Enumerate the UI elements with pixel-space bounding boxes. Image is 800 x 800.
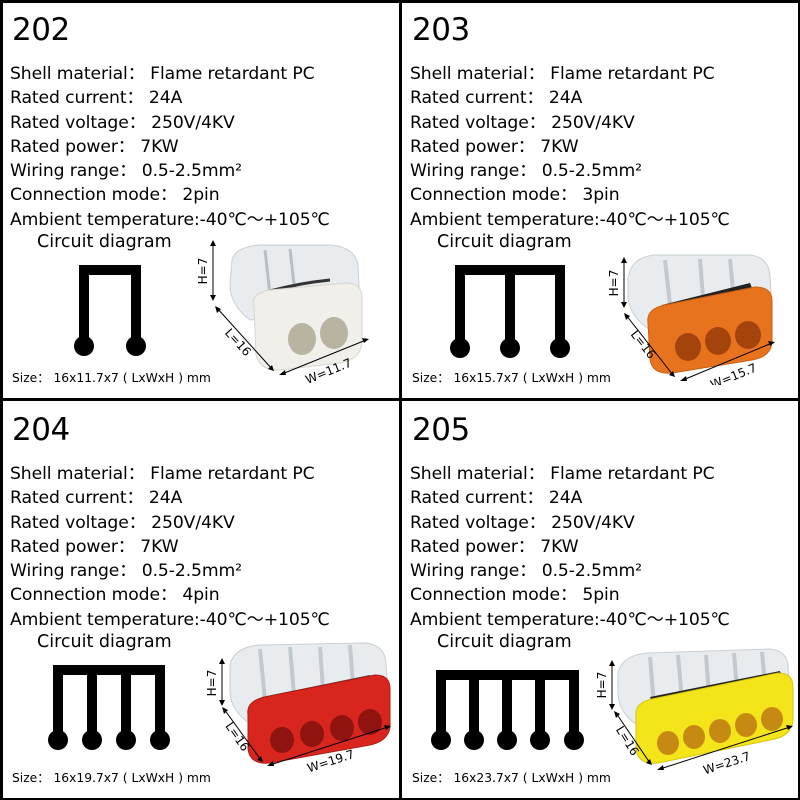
spec-rated-power: Rated power： 7KW [10, 136, 179, 157]
model-number: 202 [12, 12, 70, 48]
svg-text:H=7: H=7 [205, 670, 219, 697]
circuit-diagram-label: Circuit diagram [437, 232, 572, 252]
circuit-diagram-3pin-icon [450, 265, 570, 358]
panel-203: 203 Shell material： Flame retardant PC R… [400, 0, 798, 398]
spec-ambient-temperature: Ambient temperature:-40℃～+105℃ [10, 209, 330, 230]
spec-shell-material: Shell material： Flame retardant PC [410, 464, 715, 484]
panel-204: 204 Shell material： Flame retardant PC R… [0, 400, 398, 798]
panel-205: 205 Shell material： Flame retardant PC R… [400, 400, 798, 798]
size-label: Size： 16x23.7x7 ( LxWxH ) mm [412, 771, 611, 785]
wire-connector-5pin-yellow-icon: H=7 L=16 W=23.7 [595, 648, 794, 777]
size-label: Size： 16x15.7x7 ( LxWxH ) mm [412, 371, 611, 385]
circuit-diagram-label: Circuit diagram [37, 232, 172, 252]
spec-list: Shell material： Flame retardant PC Rated… [10, 62, 330, 232]
spec-ambient-temperature: Ambient temperature:-40℃～+105℃ [410, 209, 730, 230]
circuit-diagram-label: Circuit diagram [437, 632, 572, 652]
spec-wiring-range: Wiring range： 0.5-2.5mm² [410, 161, 642, 182]
size-label: Size： 16x19.7x7 ( LxWxH ) mm [12, 771, 211, 785]
spec-rated-voltage: Rated voltage： 250V/4KV [410, 512, 635, 533]
spec-shell-material: Shell material： Flame retardant PC [10, 464, 315, 484]
spec-rated-voltage: Rated voltage： 250V/4KV [10, 512, 235, 533]
spec-rated-current: Rated current： 24A [410, 488, 583, 509]
model-number: 204 [12, 412, 70, 448]
model-number: 205 [412, 412, 470, 448]
svg-text:H=7: H=7 [607, 270, 621, 297]
wire-connector-4pin-red-icon: H=7 L=16 W=19.7 [205, 642, 391, 775]
spec-list: Shell material： Flame retardant PC Rated… [410, 62, 730, 232]
wire-connector-2pin-white-icon: H=7 L=16 W=11.7 [196, 240, 369, 385]
spec-connection-mode: Connection mode： 2pin [10, 185, 220, 206]
spec-rated-current: Rated current： 24A [410, 88, 583, 109]
horizontal-divider [0, 398, 800, 401]
dim-height: H=7 [196, 258, 210, 285]
spec-rated-voltage: Rated voltage： 250V/4KV [410, 112, 635, 133]
wire-connector-3pin-orange-icon: H=7 L=16 W=15.7 [607, 254, 775, 385]
panel-202: 202 Shell material： Flame retardant PC R… [0, 0, 398, 398]
spec-rated-power: Rated power： 7KW [410, 536, 579, 557]
spec-rated-current: Rated current： 24A [10, 488, 183, 509]
spec-wiring-range: Wiring range： 0.5-2.5mm² [410, 561, 642, 582]
size-label: Size： 16x11.7x7 ( LxWxH ) mm [12, 371, 211, 385]
circuit-diagram-2pin-icon [74, 265, 146, 356]
svg-text:L=16: L=16 [222, 326, 254, 359]
spec-wiring-range: Wiring range： 0.5-2.5mm² [10, 561, 242, 582]
model-number: 203 [412, 12, 470, 48]
spec-rated-power: Rated power： 7KW [10, 536, 179, 557]
spec-rated-voltage: Rated voltage： 250V/4KV [10, 112, 235, 133]
spec-ambient-temperature: Ambient temperature:-40℃～+105℃ [10, 609, 330, 630]
spec-rated-power: Rated power： 7KW [410, 136, 579, 157]
circuit-diagram-4pin-icon [48, 665, 170, 750]
spec-connection-mode: Connection mode： 5pin [410, 585, 620, 606]
spec-connection-mode: Connection mode： 3pin [410, 185, 620, 206]
spec-shell-material: Shell material： Flame retardant PC [410, 64, 715, 84]
spec-list: Shell material： Flame retardant PC Rated… [10, 462, 330, 632]
spec-list: Shell material： Flame retardant PC Rated… [410, 462, 730, 632]
circuit-diagram-label: Circuit diagram [37, 632, 172, 652]
spec-connection-mode: Connection mode： 4pin [10, 585, 220, 606]
svg-text:H=7: H=7 [595, 672, 609, 699]
spec-wiring-range: Wiring range： 0.5-2.5mm² [10, 161, 242, 182]
spec-ambient-temperature: Ambient temperature:-40℃～+105℃ [410, 609, 730, 630]
spec-shell-material: Shell material： Flame retardant PC [10, 64, 315, 84]
spec-rated-current: Rated current： 24A [10, 88, 183, 109]
circuit-diagram-5pin-icon [431, 670, 584, 750]
